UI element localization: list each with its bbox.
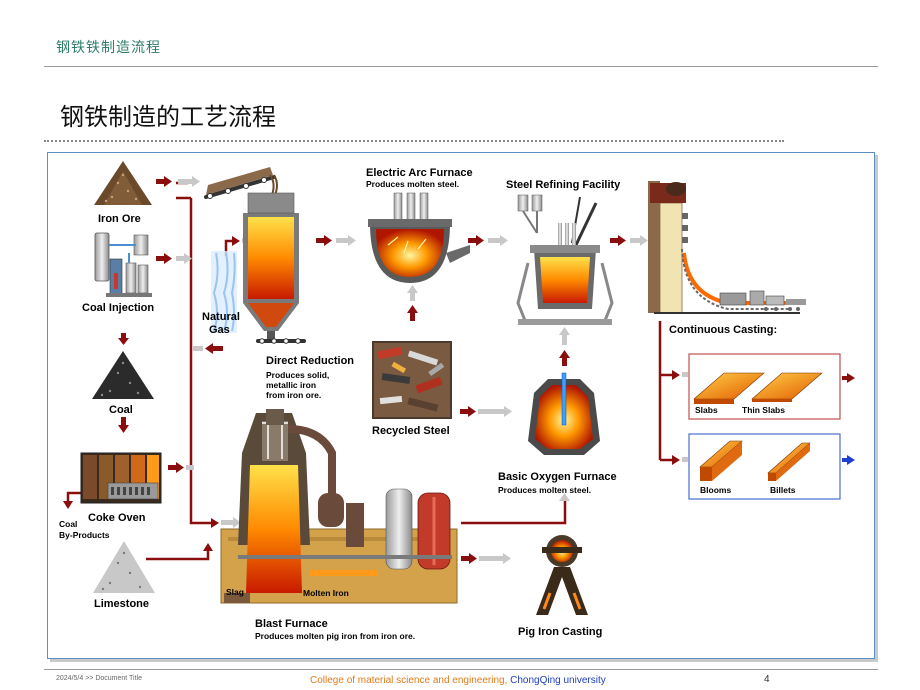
label-bof: Basic Oxygen Furnace — [498, 471, 617, 483]
steelmaking-diagram: Iron Ore Coal Injection — [47, 152, 875, 659]
arrow-bf-to-bof — [559, 493, 570, 501]
slide-title: 钢铁制造的工艺流程 — [60, 103, 276, 131]
label-iron-ore: Iron Ore — [98, 213, 141, 225]
blast-furnace — [220, 409, 458, 604]
label-blast-furnace-sub: Produces molten pig iron from iron ore. — [255, 631, 415, 641]
slabs-box — [688, 353, 841, 420]
arrow-natural-gas — [193, 343, 223, 354]
label-natural-gas-2: Gas — [209, 324, 230, 336]
arrow-coal-injection — [156, 253, 192, 264]
footer-college: College of material science and engineer… — [310, 675, 511, 686]
footer-institution: College of material science and engineer… — [310, 675, 606, 686]
label-molten-iron: Molten Iron — [303, 588, 349, 598]
arrow-limestone — [203, 543, 213, 551]
label-electric-arc-furnace: Electric Arc Furnace — [366, 167, 473, 179]
label-dr-sub-1: Produces solid, — [266, 370, 329, 380]
label-recycled-steel: Recycled Steel — [372, 425, 450, 437]
label-coal-byproducts-1: Coal — [59, 519, 77, 529]
page-number: 4 — [764, 674, 770, 685]
flow-arrows — [63, 176, 855, 564]
arrow-to-blooms — [672, 455, 688, 465]
diagram-canvas: Iron Ore Coal Injection — [59, 161, 855, 641]
label-coal: Coal — [109, 404, 133, 416]
title-dotted-divider — [44, 140, 784, 142]
footer-divider — [44, 669, 878, 670]
arrow-scrap-to-bof — [460, 406, 512, 417]
arrow-blooms-out — [842, 455, 855, 465]
label-steel-refining: Steel Refining Facility — [506, 179, 621, 191]
basic-oxygen-furnace — [528, 372, 600, 455]
footer-university: ChongQing university — [510, 675, 606, 686]
direct-reduction-furnace — [243, 192, 306, 344]
natural-gas-flame — [211, 251, 237, 333]
label-pig-iron-casting: Pig Iron Casting — [518, 626, 602, 638]
flow-lines — [66, 181, 673, 561]
continuous-caster — [648, 181, 806, 314]
label-coal-byproducts-2: By-Products — [59, 530, 110, 540]
label-coke-oven: Coke Oven — [88, 512, 146, 524]
label-billets: Billets — [770, 485, 796, 495]
label-dr-sub-3: from iron ore. — [266, 390, 321, 400]
header-divider — [44, 66, 878, 67]
label-eaf-sub: Produces molten steel. — [366, 179, 459, 189]
arrow-to-slabs — [672, 370, 688, 380]
coke-oven — [80, 452, 162, 504]
iron-ore-pile — [94, 161, 152, 205]
arrow-byproducts — [63, 501, 73, 509]
footer-date-title: 2024/5/4 >> Document Title — [56, 675, 142, 682]
arrow-refining-to-caster — [610, 235, 648, 246]
label-continuous-casting: Continuous Casting: — [669, 324, 777, 336]
ore-conveyor — [204, 167, 278, 199]
steel-refining-ladle — [516, 194, 614, 325]
arrow-coke-oven — [168, 462, 194, 473]
label-bof-sub: Produces molten steel. — [498, 485, 591, 495]
arrow-iron-ore — [156, 176, 200, 187]
label-limestone: Limestone — [94, 598, 149, 610]
label-dr-sub-2: metallic iron — [266, 380, 316, 390]
label-natural-gas-1: Natural — [202, 311, 240, 323]
arrow-eaf-to-refining — [468, 235, 508, 246]
arrow-bf-to-pig — [461, 553, 511, 564]
header-title: 钢铁铁制造流程 — [56, 40, 161, 56]
pig-iron-casting — [536, 535, 588, 615]
label-slabs: Slabs — [695, 405, 718, 415]
label-slag: Slag — [226, 587, 244, 597]
trunk-line — [189, 198, 213, 525]
coal-injection-unit — [94, 232, 152, 297]
arrow-coal-down — [118, 333, 129, 433]
blooms-box — [688, 433, 841, 500]
label-blooms: Blooms — [700, 485, 731, 495]
arrow-trunk-to-bf — [211, 517, 241, 528]
arrow-bof-to-refining — [559, 327, 570, 366]
limestone-pile — [93, 541, 155, 593]
label-thin-slabs: Thin Slabs — [742, 405, 785, 415]
arrow-scrap-to-eaf — [407, 285, 418, 321]
label-blast-furnace: Blast Furnace — [255, 618, 328, 630]
arrow-dr-to-eaf — [316, 235, 356, 246]
coal-pile — [92, 351, 154, 399]
arrow-slabs-out — [842, 373, 855, 383]
recycled-steel-photo — [372, 341, 452, 419]
label-coal-injection: Coal Injection — [82, 302, 154, 314]
electric-arc-furnace — [368, 192, 470, 283]
label-direct-reduction: Direct Reduction — [266, 355, 354, 367]
